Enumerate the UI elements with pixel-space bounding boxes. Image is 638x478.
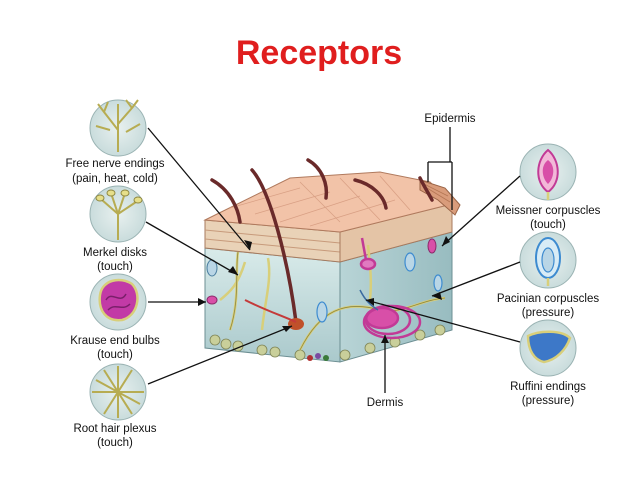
pacinian-in-block-3 xyxy=(433,274,443,292)
skin-block xyxy=(203,158,461,363)
pointer-lines xyxy=(145,127,521,393)
label-krause-end-bulbs: Krause end bulbs xyxy=(70,335,160,347)
pointer-arrowheads xyxy=(198,236,450,343)
label-epidermis: Epidermis xyxy=(424,113,475,125)
label-ruffini-endings: Ruffini endings xyxy=(510,381,586,393)
ruffini-endings-inset xyxy=(519,319,577,377)
skin-surface xyxy=(203,171,453,233)
labels: Free nerve endings (pain, heat, cold) Me… xyxy=(65,113,600,449)
krause-end-bulbs-inset xyxy=(89,273,147,331)
label-ruffini-endings-desc: (pressure) xyxy=(522,395,575,407)
pacinian-in-block-2 xyxy=(404,252,416,272)
label-root-hair-plexus: Root hair plexus xyxy=(73,423,156,435)
label-meissner-corpuscles: Meissner corpuscles xyxy=(496,205,601,217)
label-pacinian-corpuscles: Pacinian corpuscles xyxy=(497,293,600,305)
free-nerve-endings-inset xyxy=(89,99,147,157)
meissner-in-block xyxy=(427,238,437,254)
label-meissner-corpuscles-desc: (touch) xyxy=(530,219,566,231)
label-root-hair-plexus-desc: (touch) xyxy=(97,437,133,449)
page-title: Receptors xyxy=(235,34,403,72)
label-pacinian-corpuscles-desc: (pressure) xyxy=(522,307,575,319)
pacinian-in-block-1 xyxy=(316,301,328,323)
coiled-corpuscle xyxy=(359,237,422,340)
epidermis-flap xyxy=(419,179,461,216)
krause-in-block xyxy=(206,295,218,305)
label-merkel-disks-desc: (touch) xyxy=(97,261,133,273)
label-free-nerve-endings: Free nerve endings xyxy=(65,158,164,170)
pacinian-corpuscles-inset xyxy=(519,231,577,289)
merkel-disks-inset xyxy=(89,185,147,243)
label-dermis: Dermis xyxy=(367,397,404,409)
meissner-corpuscles-inset xyxy=(519,143,577,201)
root-hair-plexus-inset xyxy=(89,363,147,421)
hairs xyxy=(210,158,434,324)
label-krause-end-bulbs-desc: (touch) xyxy=(97,349,133,361)
label-free-nerve-endings-desc: (pain, heat, cold) xyxy=(72,173,158,185)
label-merkel-disks: Merkel disks xyxy=(83,247,147,259)
